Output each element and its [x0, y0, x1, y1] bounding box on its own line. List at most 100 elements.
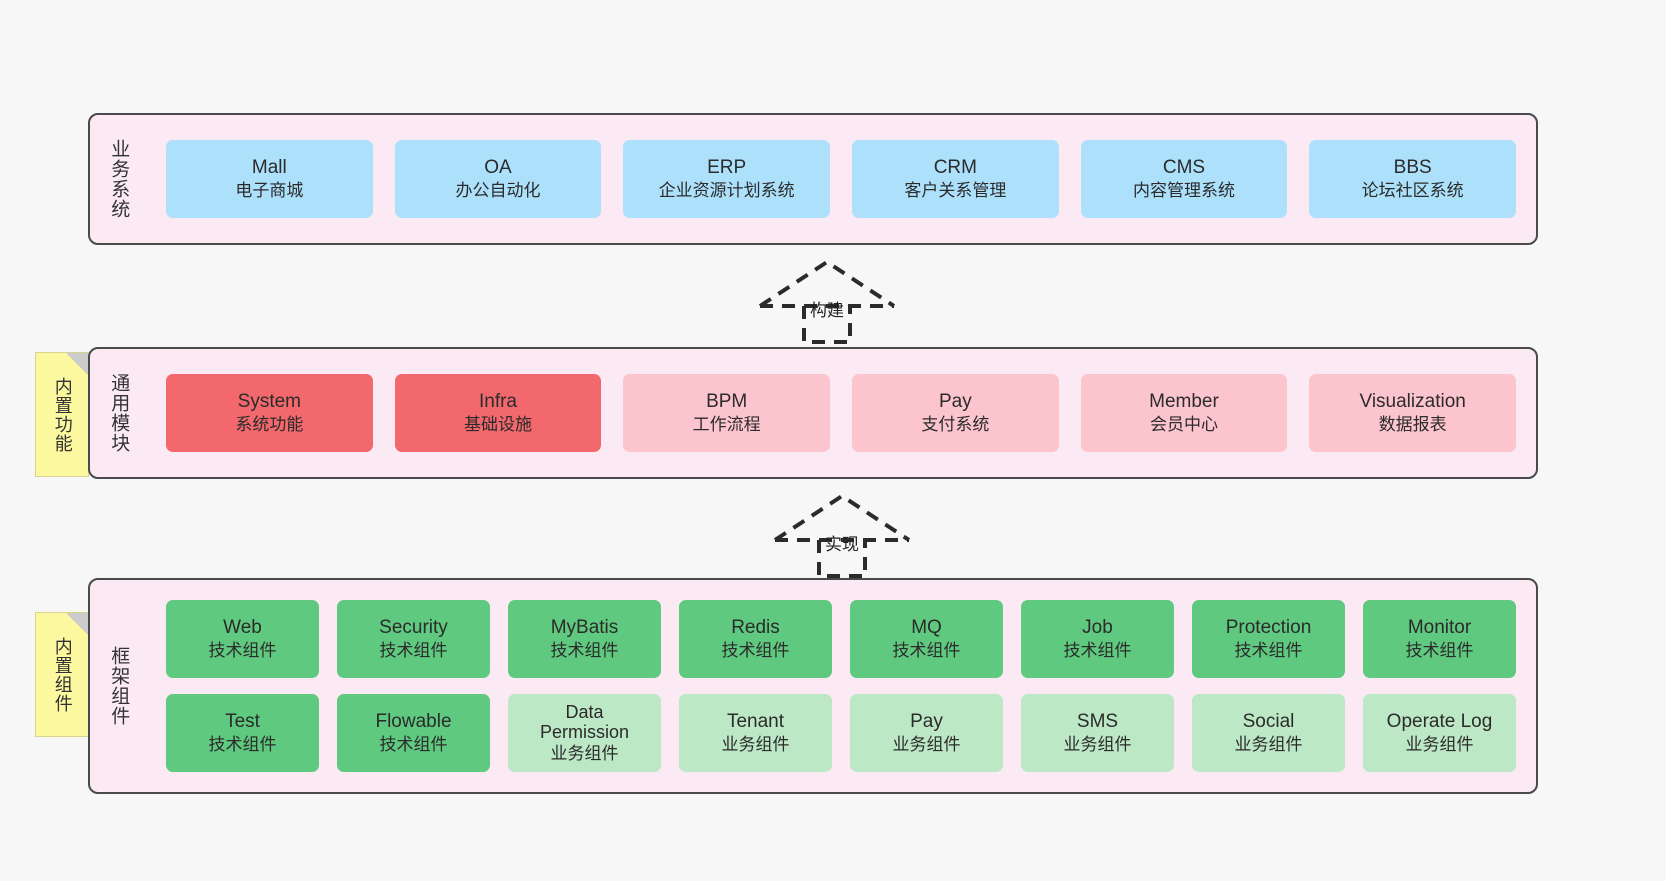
- card-subtitle: 支付系统: [921, 415, 990, 435]
- card-subtitle: 技术组件: [1063, 641, 1132, 661]
- card-erp[interactable]: ERP 企业资源计划系统: [623, 140, 830, 218]
- card-subtitle: 业务组件: [550, 743, 619, 763]
- card-infra[interactable]: Infra 基础设施: [394, 374, 602, 452]
- card-web[interactable]: Web 技术组件: [166, 600, 319, 678]
- card-subtitle: 内容管理系统: [1132, 181, 1235, 201]
- card-subtitle: 电子商城: [235, 181, 304, 201]
- card-subtitle: 办公自动化: [455, 181, 541, 201]
- card-subtitle: 论坛社区系统: [1361, 181, 1464, 201]
- card-monitor[interactable]: Monitor 技术组件: [1363, 600, 1516, 678]
- card-subtitle: 技术组件: [721, 641, 790, 661]
- card-subtitle: 技术组件: [208, 735, 277, 755]
- card-system[interactable]: System 系统功能: [166, 374, 373, 452]
- card-title: Tenant: [726, 711, 785, 733]
- connector-implement: 实现: [772, 492, 912, 578]
- card-social[interactable]: Social 业务组件: [1192, 694, 1345, 772]
- card-title: Pay: [938, 391, 972, 413]
- card-title: Pay: [910, 711, 943, 733]
- layer-common-module: 通用模块 System 系统功能 Infra 基础设施 BPM 工作流程 Pay…: [88, 347, 1538, 479]
- note-builtin-function: 内置功能: [35, 352, 89, 477]
- card-crm[interactable]: CRM 客户关系管理: [852, 140, 1059, 218]
- business-card-grid: Mall 电子商城 OA 办公自动化 ERP 企业资源计划系统 CRM 客户关系…: [158, 140, 1524, 218]
- card-subtitle: 会员中心: [1149, 415, 1218, 435]
- card-title: OA: [484, 157, 512, 179]
- card-title: SMS: [1076, 711, 1119, 733]
- card-title: Data Permission: [539, 701, 630, 743]
- card-subtitle: 系统功能: [235, 415, 304, 435]
- note-builtin-component: 内置组件: [35, 612, 89, 737]
- card-title: System: [237, 391, 301, 413]
- card-bpm[interactable]: BPM 工作流程: [623, 374, 830, 452]
- card-title: BPM: [706, 391, 748, 413]
- card-title: Member: [1149, 391, 1219, 413]
- card-subtitle: 业务组件: [1234, 735, 1303, 755]
- card-title: Social: [1242, 711, 1295, 733]
- connector-implement-label: 实现: [825, 535, 859, 554]
- card-title: Web: [223, 617, 262, 639]
- note-label: 内置功能: [52, 376, 73, 453]
- card-title: ERP: [707, 157, 747, 179]
- layer-framework-component: 框架组件 Web 技术组件 Security 技术组件 MyBatis 技术组件…: [88, 578, 1538, 794]
- card-redis[interactable]: Redis 技术组件: [679, 600, 832, 678]
- card-subtitle: 业务组件: [892, 735, 961, 755]
- card-title: Security: [379, 617, 448, 639]
- card-subtitle: 技术组件: [1234, 641, 1303, 661]
- card-subtitle: 业务组件: [721, 735, 790, 755]
- card-title: Test: [225, 711, 260, 733]
- card-subtitle: 技术组件: [550, 641, 619, 661]
- card-title: Infra: [478, 391, 517, 413]
- card-subtitle: 数据报表: [1378, 415, 1447, 435]
- connector-build-label: 构建: [810, 301, 844, 320]
- layer-body-business-system: Mall 电子商城 OA 办公自动化 ERP 企业资源计划系统 CRM 客户关系…: [146, 115, 1536, 243]
- card-subtitle: 技术组件: [379, 641, 448, 661]
- card-title: Flowable: [375, 711, 452, 733]
- card-data-permission[interactable]: Data Permission 业务组件: [508, 694, 661, 772]
- card-test[interactable]: Test 技术组件: [166, 694, 319, 772]
- card-title: MyBatis: [550, 617, 619, 639]
- card-title: CMS: [1162, 157, 1206, 179]
- card-subtitle: 技术组件: [1405, 641, 1474, 661]
- card-subtitle: 业务组件: [1405, 735, 1474, 755]
- connector-build: 构建: [757, 258, 897, 344]
- layer-business-system: 业务系统 Mall 电子商城 OA 办公自动化 ERP 企业资源计划系统 CRM…: [88, 113, 1538, 245]
- layer-body-common-module: System 系统功能 Infra 基础设施 BPM 工作流程 Pay 支付系统…: [146, 349, 1536, 477]
- card-subtitle: 基础设施: [463, 415, 532, 435]
- layer-title-common-module: 通用模块: [108, 373, 130, 453]
- card-title: BBS: [1393, 157, 1432, 179]
- card-security[interactable]: Security 技术组件: [337, 600, 490, 678]
- card-sms[interactable]: SMS 业务组件: [1021, 694, 1174, 772]
- card-protection[interactable]: Protection 技术组件: [1192, 600, 1345, 678]
- card-title: CRM: [933, 157, 977, 179]
- card-subtitle: 工作流程: [692, 415, 761, 435]
- card-mall[interactable]: Mall 电子商城: [166, 140, 373, 218]
- card-subtitle: 技术组件: [379, 735, 448, 755]
- connector-build-glyph: [758, 259, 896, 344]
- common-card-grid: System 系统功能 Infra 基础设施 BPM 工作流程 Pay 支付系统…: [158, 374, 1524, 452]
- card-pay-business[interactable]: Pay 业务组件: [850, 694, 1003, 772]
- card-title: Monitor: [1407, 617, 1472, 639]
- framework-card-grid: Web 技术组件 Security 技术组件 MyBatis 技术组件 Redi…: [158, 600, 1524, 772]
- card-oa[interactable]: OA 办公自动化: [394, 140, 602, 218]
- card-bbs[interactable]: BBS 论坛社区系统: [1309, 140, 1516, 218]
- card-subtitle: 业务组件: [1063, 735, 1132, 755]
- card-member[interactable]: Member 会员中心: [1080, 374, 1288, 452]
- card-job[interactable]: Job 技术组件: [1021, 600, 1174, 678]
- layer-title-business-system: 业务系统: [108, 139, 130, 219]
- connector-implement-glyph: [773, 493, 911, 578]
- card-subtitle: 技术组件: [208, 641, 277, 661]
- card-mybatis[interactable]: MyBatis 技术组件: [508, 600, 661, 678]
- card-subtitle: 技术组件: [892, 641, 961, 661]
- card-pay[interactable]: Pay 支付系统: [852, 374, 1059, 452]
- note-label: 内置组件: [52, 636, 73, 713]
- card-operate-log[interactable]: Operate Log 业务组件: [1363, 694, 1516, 772]
- card-cms[interactable]: CMS 内容管理系统: [1080, 140, 1288, 218]
- card-flowable[interactable]: Flowable 技术组件: [337, 694, 490, 772]
- card-visualization[interactable]: Visualization 数据报表: [1309, 374, 1516, 452]
- card-title: Job: [1082, 617, 1113, 639]
- layer-body-framework-component: Web 技术组件 Security 技术组件 MyBatis 技术组件 Redi…: [146, 580, 1536, 792]
- card-tenant[interactable]: Tenant 业务组件: [679, 694, 832, 772]
- layer-title-framework-component: 框架组件: [108, 646, 130, 726]
- card-mq[interactable]: MQ 技术组件: [850, 600, 1003, 678]
- card-title: MQ: [911, 617, 942, 639]
